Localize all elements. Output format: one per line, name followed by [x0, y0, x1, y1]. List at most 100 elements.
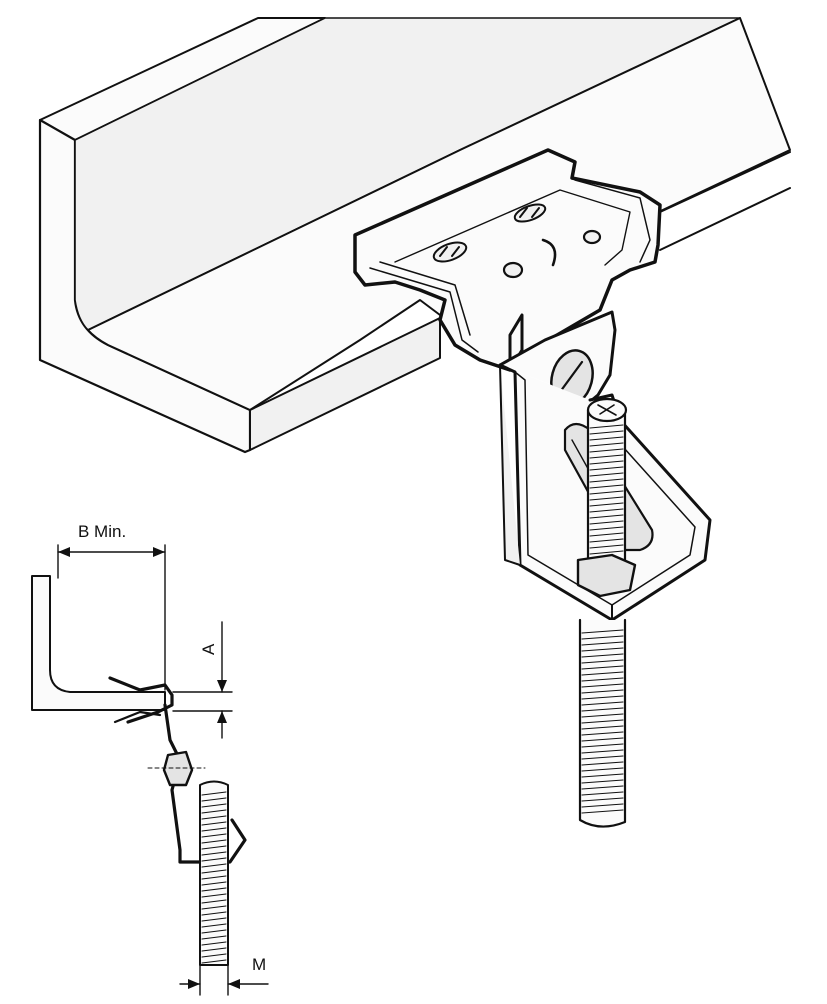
thread-line	[201, 923, 227, 928]
thread-line	[589, 454, 624, 459]
bracket-back	[499, 364, 521, 566]
arrow-left	[58, 547, 70, 557]
clamp-inner-line	[394, 189, 631, 266]
thread-line	[589, 490, 624, 495]
thread-line	[201, 941, 227, 946]
beam-flange-edge	[249, 317, 441, 451]
thread-line	[201, 929, 227, 934]
beam-clamp	[353, 148, 662, 407]
thread-line	[589, 496, 624, 501]
thread-line	[589, 436, 624, 441]
thread-line	[589, 472, 624, 477]
threaded-rod	[576, 397, 637, 828]
thread-line	[589, 538, 624, 543]
thread-line	[589, 532, 624, 537]
hole-1	[502, 261, 524, 279]
thread-line	[589, 430, 624, 435]
thread-line	[201, 845, 227, 850]
thread-line	[201, 797, 227, 802]
thread-line	[581, 743, 624, 748]
thread-line	[589, 448, 624, 453]
thread-line	[201, 917, 227, 922]
label-b-min: B Min.	[78, 522, 126, 541]
thread-line	[589, 550, 624, 555]
thread-line	[581, 635, 624, 640]
thread-line	[581, 671, 624, 676]
thread-line	[581, 803, 624, 808]
thread-line	[581, 659, 624, 664]
thread-line	[201, 881, 227, 886]
thread-line	[201, 815, 227, 820]
arrow-up	[217, 711, 227, 723]
thread-line	[201, 851, 227, 856]
thread-line	[581, 701, 624, 706]
section-angle	[31, 575, 166, 711]
thread-line	[201, 857, 227, 862]
thread-line	[581, 797, 624, 802]
thread-line	[581, 749, 624, 754]
thread-line	[581, 779, 624, 784]
thread-line	[581, 653, 624, 658]
thread-line	[581, 785, 624, 790]
thread-line	[589, 478, 624, 483]
thread-line	[201, 839, 227, 844]
clamp-layer-1	[369, 267, 479, 353]
thread-line	[201, 959, 227, 964]
rod-threads	[581, 424, 624, 814]
clamp-top-plate	[353, 148, 662, 372]
thread-line	[581, 665, 624, 670]
thread-line	[581, 767, 624, 772]
rod-nut	[576, 553, 637, 598]
thread-line	[201, 953, 227, 958]
tab-curve	[541, 238, 557, 267]
arrow-right	[153, 547, 165, 557]
clamp-slots	[432, 203, 602, 279]
thread-line	[201, 869, 227, 874]
arrow-m-left	[188, 979, 200, 989]
section-clamp	[108, 676, 247, 864]
label-a: A	[199, 643, 218, 655]
thread-line	[589, 442, 624, 447]
thread-line	[581, 791, 624, 796]
thread-line	[589, 424, 624, 429]
arrow-down	[217, 680, 227, 692]
thread-line	[201, 875, 227, 880]
clamp-layer-2	[379, 261, 471, 336]
thread-line	[581, 683, 624, 688]
thread-line	[201, 893, 227, 898]
clamp-layer-3	[574, 179, 651, 263]
thread-line	[589, 484, 624, 489]
section-view: B Min. A M	[31, 522, 269, 996]
thread-line	[581, 731, 624, 736]
thread-line	[589, 520, 624, 525]
beam-flange-far-edge	[659, 151, 791, 251]
dim-m: M	[179, 955, 269, 996]
thread-line	[201, 791, 227, 796]
thread-line	[581, 737, 624, 742]
thread-line	[201, 887, 227, 892]
dim-a: A	[172, 621, 233, 739]
thread-line	[201, 833, 227, 838]
dim-b-min: B Min.	[57, 522, 166, 691]
thread-line	[201, 911, 227, 916]
thread-line	[201, 809, 227, 814]
thread-line	[581, 629, 624, 634]
thread-line	[581, 695, 624, 700]
thread-line	[201, 905, 227, 910]
thread-line	[581, 725, 624, 730]
thread-line	[201, 863, 227, 868]
thread-line	[581, 647, 624, 652]
arrow-m-right	[228, 979, 240, 989]
thread-line	[581, 773, 624, 778]
thread-line	[581, 809, 624, 814]
thread-line	[581, 761, 624, 766]
thread-line	[589, 502, 624, 507]
thread-line	[589, 526, 624, 531]
thread-line	[581, 713, 624, 718]
thread-line	[581, 755, 624, 760]
thread-line	[201, 827, 227, 832]
thread-line	[201, 947, 227, 952]
thread-line	[581, 677, 624, 682]
thread-line	[201, 803, 227, 808]
